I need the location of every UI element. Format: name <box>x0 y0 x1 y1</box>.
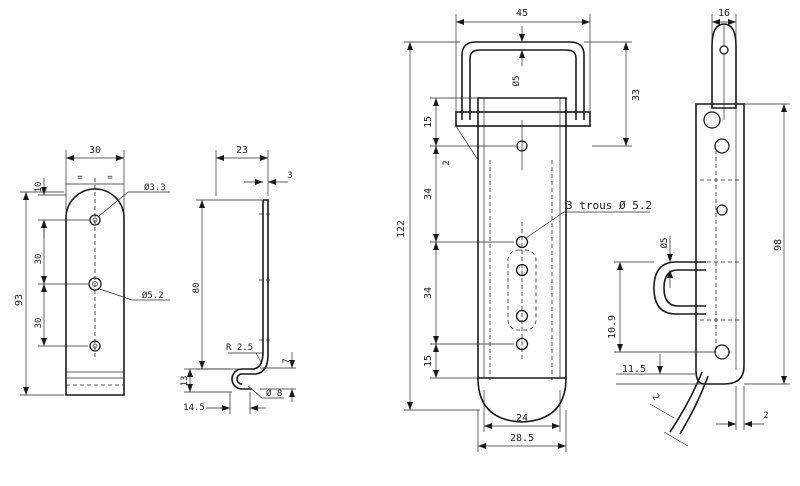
dim-seg-15-top: 15 <box>423 116 434 128</box>
view-plate-side: 23 3 80 R 2.5 7 13 Ø 8 14.5 <box>180 145 296 414</box>
dim-seg-34-b: 34 <box>423 287 434 299</box>
holes-note: 3 trous Ø 5.2 <box>566 199 652 212</box>
hook-curl <box>231 368 252 390</box>
dim-radius: R 2.5 <box>226 343 253 353</box>
dim-total-height: 122 <box>396 220 407 238</box>
view-latch-side: 16 Ø5 98 10.9 11.5 2 2 <box>607 8 790 447</box>
dim-seg-34-a: 34 <box>423 188 434 200</box>
dim-eq-right: = <box>107 173 113 183</box>
dim-pitch-b: 30 <box>34 318 44 329</box>
dim-gap: 2 <box>442 160 452 165</box>
dim-pitch-a: 30 <box>34 254 44 265</box>
side-wire-loop <box>653 261 706 315</box>
dim-hook-height: 7 <box>282 358 292 363</box>
dim-side-wire-dia: Ø5 <box>659 238 670 249</box>
dim-eq-left: = <box>77 173 83 183</box>
wire-loop <box>461 41 585 120</box>
dim-top-offset: 10 <box>34 182 44 193</box>
view-latch-front: 45 Ø5 33 122 15 34 34 15 2 3 trous <box>396 8 652 452</box>
dim-side-length: 80 <box>192 283 202 294</box>
dim-side-offset: 11.5 <box>622 364 646 375</box>
dim-hole-small: Ø3.3 <box>144 182 166 193</box>
dim-side-top-width: 16 <box>718 8 730 19</box>
dim-side-depth: 23 <box>236 145 248 156</box>
plate-outline <box>65 188 125 396</box>
dim-side-thick-b: 2 <box>763 411 768 421</box>
dim-loop-width: 45 <box>516 8 528 19</box>
dim-side-height: 98 <box>773 239 784 251</box>
dim-wire-dia: Ø5 <box>511 76 522 87</box>
dim-inner-width: 24 <box>516 413 528 424</box>
dim-hole-mid: Ø5.2 <box>142 290 164 301</box>
side-body <box>695 103 745 385</box>
dim-side-loop: 10.9 <box>607 315 618 339</box>
dim-loop-height: 33 <box>631 89 642 101</box>
dim-hook-width: 14.5 <box>183 403 205 413</box>
dim-outer-width: 28.5 <box>510 433 534 444</box>
dim-hook-low: 13 <box>180 376 190 387</box>
dim-seg-15-bottom: 15 <box>423 355 434 367</box>
dim-plate-height: 93 <box>14 294 25 306</box>
dim-side-thickness: 3 <box>287 171 292 181</box>
dim-plate-width: 30 <box>89 145 101 156</box>
view-plate-front: 30 = = 10 30 30 93 Ø3.3 Ø5.2 <box>14 145 170 396</box>
plate-side-profile <box>242 199 269 375</box>
dim-hook-dia: Ø 8 <box>266 388 282 399</box>
dim-side-thick-a: 2 <box>650 392 661 402</box>
